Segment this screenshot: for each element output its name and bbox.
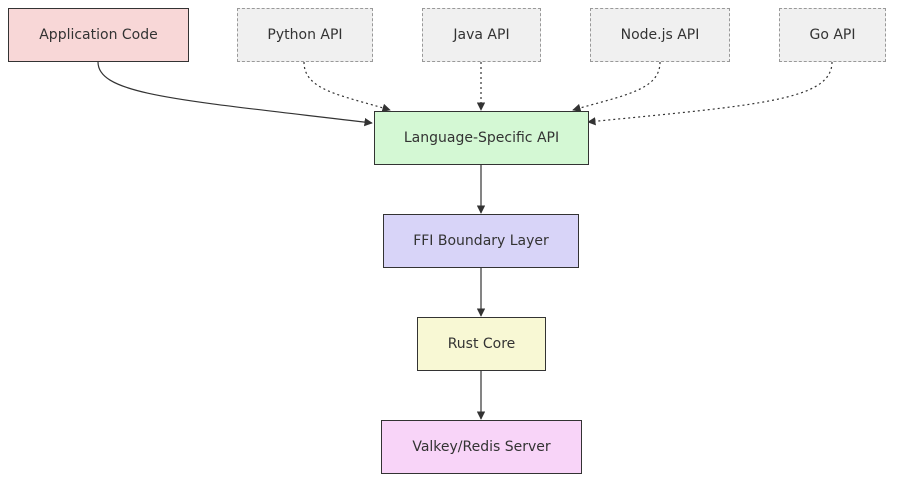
node-application-code-label: Application Code — [39, 27, 158, 43]
node-rust-core: Rust Core — [417, 317, 546, 371]
edge-application-code-to-language-api — [97, 61, 373, 127]
node-language-specific-api: Language-Specific API — [374, 111, 589, 165]
node-rust-core-label: Rust Core — [447, 336, 516, 352]
node-java-api: Java API — [422, 8, 541, 62]
node-ffi-boundary-layer-label: FFI Boundary Layer — [413, 233, 549, 249]
node-java-api-label: Java API — [453, 27, 510, 43]
node-python-api-label: Python API — [267, 27, 343, 43]
edge-nodejs-api-to-language-api — [572, 61, 661, 112]
node-go-api: Go API — [779, 8, 886, 62]
edge-go-api-to-language-api — [587, 61, 833, 126]
node-valkey-redis-server-label: Valkey/Redis Server — [412, 439, 551, 455]
node-valkey-redis-server: Valkey/Redis Server — [381, 420, 582, 474]
node-python-api: Python API — [237, 8, 373, 62]
edge-python-api-to-language-api — [303, 61, 391, 112]
node-go-api-label: Go API — [809, 27, 856, 43]
node-ffi-boundary-layer: FFI Boundary Layer — [383, 214, 579, 268]
node-nodejs-api-label: Node.js API — [620, 27, 700, 43]
node-application-code: Application Code — [8, 8, 189, 62]
node-language-specific-api-label: Language-Specific API — [403, 130, 560, 146]
node-nodejs-api: Node.js API — [590, 8, 730, 62]
